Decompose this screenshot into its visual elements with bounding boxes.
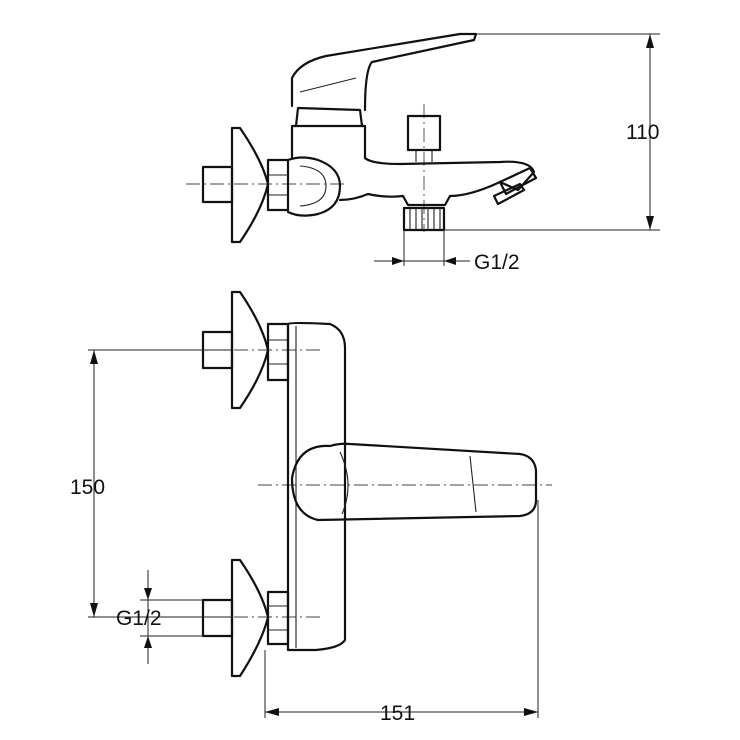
side-inlet-connector [201,165,234,204]
side-hex-nut [266,158,290,212]
dim-inlet-thread: G1/2 [116,607,162,630]
dim-shower-outlet-thread: G1/2 [474,251,520,274]
front-lower-inlet [201,598,234,638]
front-lever-handle [290,442,538,522]
front-view: 150 G1/2 151 [70,290,552,725]
front-valve-body [286,321,347,652]
side-wall-flange [230,126,270,244]
dim-projection: 151 [380,702,415,725]
dim-spout-height: 110 [626,121,659,144]
dim-inlet-spacing: 150 [70,476,105,499]
side-aerator [498,166,538,196]
side-diverter-knob [406,114,442,152]
front-upper-nut [266,322,290,382]
side-view: 110 G1/2 [186,32,660,274]
front-lower-nut [266,590,290,646]
side-valve-body [290,124,536,207]
front-lower-flange [230,558,270,678]
side-lever-handle [290,32,478,112]
